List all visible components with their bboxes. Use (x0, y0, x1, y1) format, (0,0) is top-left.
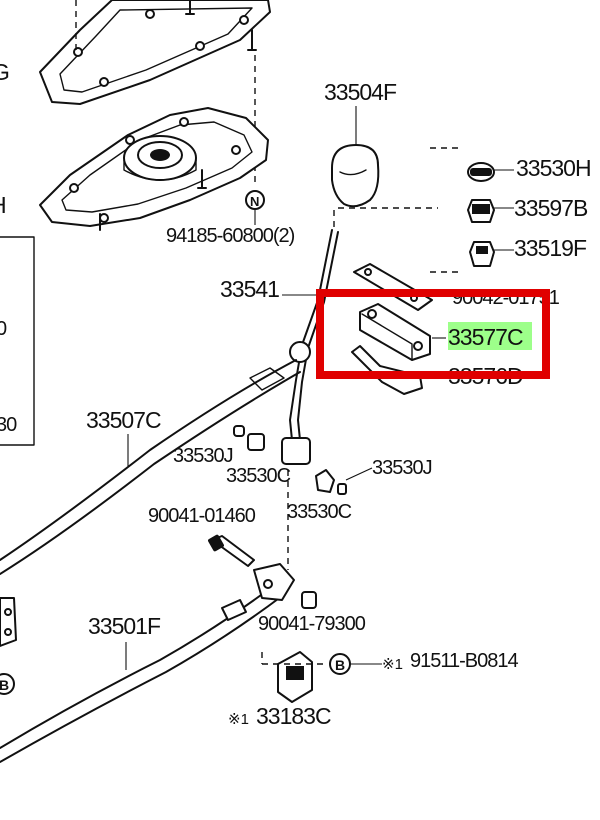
bushing-33519F-drawing (469, 241, 514, 267)
highlight-label-bg (448, 322, 532, 350)
bracket-33576D-drawing (351, 345, 423, 395)
label-33183C: 33183C (256, 703, 331, 729)
edge-label-h: H (0, 192, 6, 218)
label-33504F: 33504F (324, 79, 397, 105)
label-91511-B0814: 91511-B0814 (410, 650, 519, 672)
label-33530J-left: 33530J (173, 445, 233, 467)
rod-33507C-drawing (0, 359, 301, 575)
label-33507C: 33507C (86, 407, 161, 433)
bracket-33183C-drawing (261, 651, 324, 703)
nut-90041-79300-drawing (301, 591, 317, 609)
nut-33530H-drawing (467, 162, 514, 182)
note-mark-91511: ※1 (382, 656, 403, 673)
label-33530H: 33530H (516, 155, 591, 181)
left-reference-box (0, 236, 35, 446)
label-33597B: 33597B (514, 195, 588, 221)
label-94185-60800: 94185-60800(2) (166, 225, 295, 247)
edge-label-0: 0 (0, 318, 7, 340)
label-90041-79300: 90041-79300 (258, 613, 366, 635)
clip-parts-drawing (233, 425, 347, 495)
label-33530C-top: 33530C (226, 465, 291, 487)
bracket-33577C-drawing (359, 303, 431, 361)
top-plate-drawing (39, 0, 271, 185)
label-33530C-bottom: 33530C (287, 501, 352, 523)
note-mark-33183C: ※1 (228, 711, 249, 728)
callout-b-letter: B (335, 657, 345, 673)
callout-n-letter: N (250, 194, 259, 209)
label-33501F: 33501F (88, 613, 161, 639)
bushing-33597B-drawing (467, 199, 514, 223)
shift-knob-drawing (331, 106, 380, 208)
bolt-90041-01460-drawing (208, 534, 255, 567)
callout-b-left-circle (0, 673, 15, 695)
boot-retainer-drawing (39, 107, 269, 231)
left-edge-part-drawing (0, 597, 17, 647)
rod-33501F-drawing (0, 563, 295, 763)
highlight-box (316, 289, 550, 379)
plate-90042-drawing (353, 263, 433, 311)
callout-b-left-letter: B (0, 677, 9, 693)
label-33541: 33541 (220, 276, 279, 302)
label-90041-01460: 90041-01460 (148, 505, 256, 527)
label-33530J-right: 33530J (372, 457, 432, 479)
label-33519F: 33519F (514, 235, 587, 261)
edge-label-30: 30 (0, 414, 17, 436)
shift-lever-drawing (281, 210, 339, 465)
edge-label-g: G (0, 59, 9, 85)
label-33577C[interactable]: 33577C (448, 324, 524, 350)
